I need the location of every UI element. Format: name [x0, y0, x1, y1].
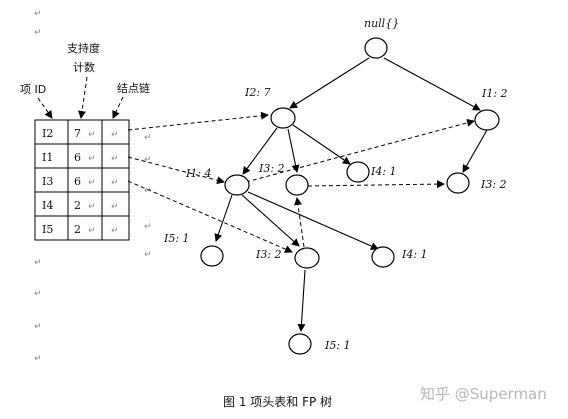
svg-text:↵: ↵: [34, 28, 42, 38]
svg-text:↵: ↵: [34, 322, 42, 332]
node-label-i2-7: I2: 7: [244, 86, 271, 99]
col-header-support-line2: 计数: [73, 61, 95, 74]
col-header-support-line1: 支持度: [67, 41, 100, 55]
root-label: null{}: [364, 17, 399, 30]
row-item: I1: [42, 151, 53, 164]
svg-text:↵: ↵: [88, 178, 96, 188]
tree-node-i1-4: [224, 174, 250, 196]
svg-text:↵: ↵: [34, 354, 42, 364]
svg-text:↵: ↵: [144, 133, 152, 143]
svg-text:↵: ↵: [144, 186, 152, 196]
figure-caption: 图 1 项头表和 FP 树: [223, 394, 332, 409]
svg-text:↵: ↵: [144, 222, 152, 232]
col-header-item-id: 项 ID: [20, 83, 46, 96]
table-row: I3 6 ↵ ↵: [42, 175, 119, 188]
tree-node-i5-1-a: [200, 245, 224, 267]
root-node: [364, 37, 388, 59]
node-label-i3-2-c: I3: 2: [255, 248, 282, 261]
svg-text:↵: ↵: [111, 130, 119, 140]
tree-node-i2-7: [270, 107, 296, 129]
table-row: I2 7 ↵ ↵: [42, 127, 119, 140]
col-header-node-link: 结点链: [117, 81, 150, 95]
svg-text:↵: ↵: [144, 250, 152, 260]
tree-edges: [214, 57, 488, 332]
row-count: 2: [74, 223, 81, 236]
svg-text:↵: ↵: [34, 9, 42, 19]
node-label-i4-1-a: I4: 1: [370, 165, 397, 178]
node-link-arrows: [127, 111, 475, 253]
row-count: 6: [74, 151, 81, 164]
table-row: I4 2 ↵ ↵: [42, 199, 119, 212]
svg-text:↵: ↵: [144, 155, 152, 165]
svg-text:↵: ↵: [88, 130, 96, 140]
tree-node-i3-2-c: [294, 247, 320, 269]
node-label-i3-2-a: I3: 2: [258, 162, 285, 175]
node-label-i1-2: I1: 2: [481, 87, 508, 100]
table-row: I5 2 ↵ ↵: [42, 223, 119, 236]
row-item: I5: [42, 223, 53, 236]
svg-text:↵: ↵: [34, 289, 42, 299]
svg-text:↵: ↵: [111, 202, 119, 212]
svg-text:↵: ↵: [88, 154, 96, 164]
paragraph-marks: ↵ ↵ ↵ ↵ ↵ ↵ ↵ ↵ ↵ ↵ ↵: [34, 9, 152, 364]
svg-text:↵: ↵: [111, 226, 119, 236]
svg-text:↵: ↵: [88, 226, 96, 236]
row-count: 2: [74, 199, 81, 212]
row-item: I4: [42, 199, 53, 212]
tree-node-i3-2-b: [446, 172, 470, 194]
row-count: 7: [74, 127, 81, 140]
tree-node-i4-1-b: [371, 246, 395, 268]
tree-node-i3-2-a: [285, 174, 309, 196]
svg-text:↵: ↵: [111, 178, 119, 188]
tree-node-i5-1-b: [288, 333, 312, 355]
node-label-i4-1-b: I4: 1: [401, 248, 428, 261]
support-pointer: [78, 76, 88, 119]
row-count: 6: [74, 175, 81, 188]
node-link-pointer: [112, 96, 124, 119]
node-label-i1-4: I1: 4: [185, 167, 212, 180]
header-table: [34, 119, 130, 241]
row-item: I3: [42, 175, 53, 188]
row-item: I2: [42, 127, 53, 140]
tree-node-i4-1-a: [346, 161, 370, 183]
node-label-i3-2-b: I3: 2: [480, 178, 507, 191]
node-label-i5-1-a: I5: 1: [163, 232, 190, 245]
item-id-pointer: [37, 97, 53, 119]
svg-text:↵: ↵: [34, 258, 42, 268]
svg-text:↵: ↵: [88, 202, 96, 212]
tree-node-i1-2: [474, 109, 500, 131]
watermark: 知乎 @Superman: [420, 385, 547, 403]
table-row: I1 6 ↵ ↵: [42, 151, 119, 164]
node-label-i5-1-b: I5: 1: [324, 339, 351, 352]
svg-text:↵: ↵: [111, 154, 119, 164]
